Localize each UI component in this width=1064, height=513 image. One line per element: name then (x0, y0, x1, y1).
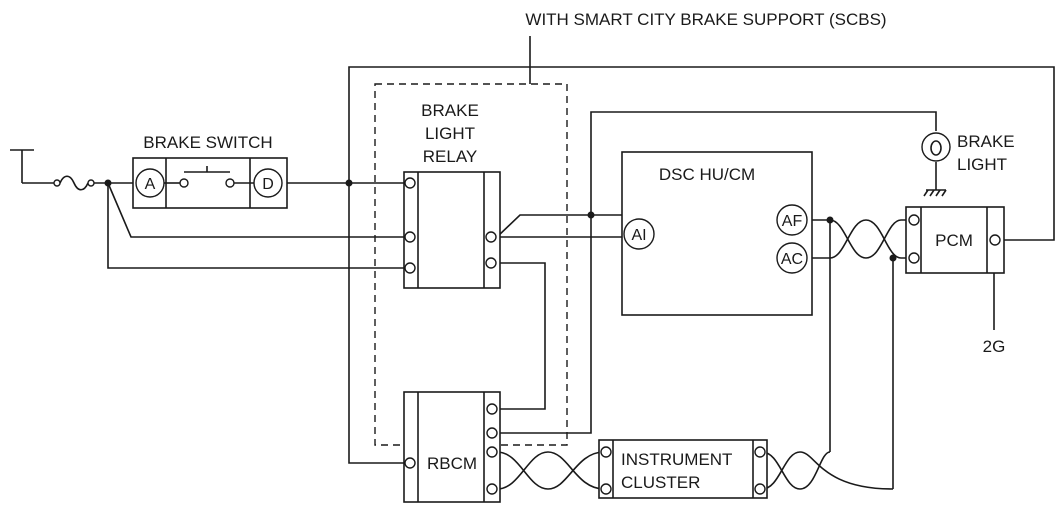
fuse-terminal (87, 179, 95, 187)
wire-switch-to-pcm (348, 66, 1055, 241)
rbcm-pin (404, 457, 416, 469)
dsc-pin-ac (776, 242, 808, 274)
wire-relay-to-rbcm (497, 262, 546, 410)
relay-label-line-1: BRAKE (421, 101, 479, 120)
brake-switch-pin-d-label: D (262, 176, 274, 193)
cluster-pin (754, 446, 766, 458)
junction-dot (345, 179, 353, 187)
junction-dot (104, 179, 112, 187)
fuse-terminal (53, 179, 61, 187)
wire-branch-relay-pin3 (107, 183, 404, 269)
cluster-body (598, 439, 768, 499)
relay-label-line-3: RELAY (423, 147, 478, 166)
dsc-pin-ai (623, 218, 655, 250)
relay-label-line-2: LIGHT (425, 124, 475, 143)
dsc-pin-ac-label: AC (781, 251, 803, 268)
dsc-pin-ai-label: AI (631, 227, 646, 244)
twisted-pair-dsc-pcm (829, 219, 909, 259)
cluster-label-line-1: INSTRUMENT (621, 450, 732, 469)
brake-light-label-line-2: LIGHT (957, 155, 1007, 174)
relay-pin (404, 231, 416, 243)
dsc-label: DSC HU/CM (659, 165, 755, 184)
wire-brake-light-to-rbcm (497, 215, 592, 434)
wire-relay-to-dsc (496, 111, 937, 238)
ground-hatch (923, 189, 947, 197)
pcm: PCM 2G (905, 206, 1006, 356)
brake-switch-label: BRAKE SWITCH (143, 133, 272, 152)
relay-pin (485, 231, 497, 243)
twisted-pair-cluster-can (761, 451, 894, 490)
wire-branch-relay-pin2 (107, 182, 404, 238)
junction-dot (826, 216, 834, 224)
rbcm-pin (486, 483, 498, 495)
wire-switch-to-rbcm (348, 183, 404, 464)
rbcm-label: RBCM (427, 454, 477, 473)
relay-pin (485, 257, 497, 269)
pcm-pin (908, 252, 920, 264)
twisted-pair-rbcm-cluster (496, 451, 605, 490)
pcm-pin (908, 214, 920, 226)
brake-switch-pin-a-label: A (145, 176, 156, 193)
junction-dot (587, 211, 595, 219)
rbcm-pin (486, 427, 498, 439)
dsc-pin-af (776, 204, 808, 236)
cluster-label-line-2: CLUSTER (621, 473, 700, 492)
pcm-2g-label: 2G (983, 337, 1006, 356)
cluster-pin (754, 483, 766, 495)
brake-light-label-line-1: BRAKE (957, 132, 1015, 151)
pcm-label: PCM (935, 231, 973, 250)
brake-light-relay: BRAKE LIGHT RELAY (403, 101, 501, 289)
wiring (10, 66, 1055, 490)
switch-contact-terminal (179, 178, 189, 188)
rbcm-pin (486, 403, 498, 415)
junction-dot (889, 254, 897, 262)
rbcm: RBCM (403, 391, 501, 503)
brake-light-bulb-icon (921, 132, 951, 162)
rbcm-pin (486, 446, 498, 458)
pcm-pin (989, 234, 1001, 246)
switch-contact-terminal (225, 178, 235, 188)
brake-light-filament (930, 140, 942, 156)
twisted-pair-rbcm-cluster (496, 451, 605, 490)
twisted-pair-cluster-can (761, 451, 831, 490)
brake-light: BRAKE LIGHT (921, 132, 1015, 174)
twisted-pair-dsc-pcm (829, 219, 909, 259)
relay-pin (404, 177, 416, 189)
relay-pin (404, 262, 416, 274)
diagram-title: WITH SMART CITY BRAKE SUPPORT (SCBS) (525, 10, 886, 29)
dsc-pin-af-label: AF (782, 213, 803, 230)
instrument-cluster: INSTRUMENT CLUSTER (598, 439, 768, 499)
fuse-icon (59, 175, 89, 191)
dsc-hu-cm: DSC HU/CM AI AF AC (621, 151, 813, 316)
cluster-pin (600, 483, 612, 495)
brake-switch: BRAKE SWITCH A D (132, 133, 288, 209)
cluster-pin (600, 446, 612, 458)
